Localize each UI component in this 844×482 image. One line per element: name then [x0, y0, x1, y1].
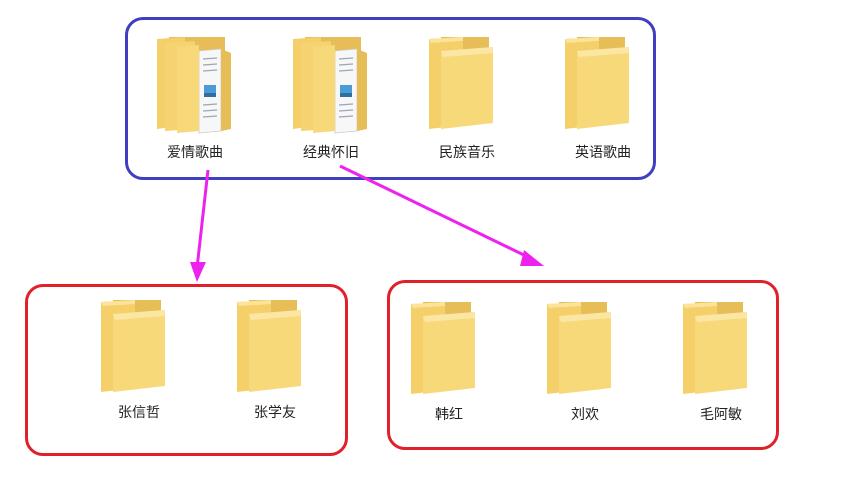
folder-yingyu[interactable]: 英语歌曲: [553, 30, 653, 162]
arrow-to-right-group: [339, 164, 531, 260]
arrow-head-right: [520, 250, 544, 266]
folder-zhangxueyou[interactable]: 张学友: [225, 296, 325, 422]
arrow-to-left-group: [195, 169, 210, 269]
top-category-group: [125, 17, 656, 180]
jingdian-subfolder-group: [387, 280, 779, 450]
folder-icon: [545, 298, 625, 398]
folder-icon: [563, 30, 643, 136]
folder-jingdian[interactable]: 经典怀旧: [281, 30, 381, 162]
folder-label: 张信哲: [118, 405, 160, 421]
open-folder-with-documents-icon: [291, 30, 371, 136]
folder-label: 民族音乐: [439, 145, 495, 161]
folder-label: 英语歌曲: [575, 145, 631, 161]
folder-maoamin[interactable]: 毛阿敏: [671, 298, 771, 424]
folder-aiqing[interactable]: 爱情歌曲: [145, 30, 245, 162]
folder-hanhong[interactable]: 韩红: [399, 298, 499, 424]
folder-icon: [99, 296, 179, 396]
folder-icon: [235, 296, 315, 396]
folder-icon: [427, 30, 507, 136]
folder-icon: [681, 298, 761, 398]
folder-label: 张学友: [254, 405, 296, 421]
open-folder-with-documents-icon: [155, 30, 235, 136]
folder-label: 刘欢: [571, 407, 599, 423]
folder-zhangxinzhe[interactable]: 张信哲: [89, 296, 189, 422]
folder-label: 韩红: [435, 407, 463, 423]
folder-icon: [409, 298, 489, 398]
folder-label: 经典怀旧: [303, 145, 359, 161]
arrow-head-left: [190, 262, 206, 282]
folder-label: 爱情歌曲: [167, 145, 223, 161]
aiqing-subfolder-group: [25, 284, 348, 456]
folder-liuhuan[interactable]: 刘欢: [535, 298, 635, 424]
folder-label: 毛阿敏: [700, 407, 742, 423]
folder-minzu[interactable]: 民族音乐: [417, 30, 517, 162]
